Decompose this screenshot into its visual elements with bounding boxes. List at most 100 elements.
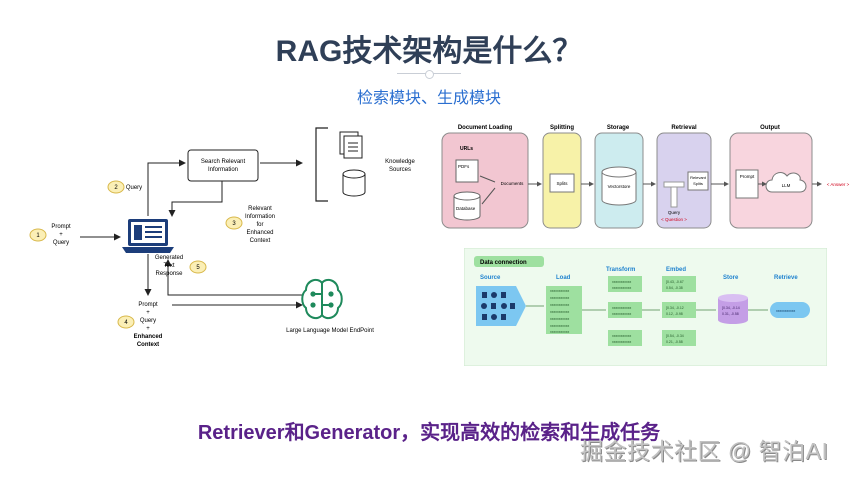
step-badge: 4 [117, 315, 135, 329]
embed-value: [0.43, -0.67 [666, 280, 684, 284]
step-label: Context [250, 238, 271, 244]
question-label: < Question > [661, 217, 687, 222]
knowledge-bracket [315, 127, 328, 202]
retrieve-pill [770, 302, 810, 318]
load-row: xxxxxxxxxxx [550, 317, 570, 321]
load-row: xxxxxxxxxxx [550, 324, 570, 328]
splits-box [549, 173, 575, 193]
knowledge-sources-label: Knowledge [385, 159, 415, 165]
step-label: Response [155, 271, 183, 277]
load-row: xxxxxxxxxxx [550, 303, 570, 307]
embed-value: 0.54, -0.38 [666, 286, 683, 290]
step-number: 4 [124, 320, 128, 326]
load-row: xxxxxxxxxxx [550, 330, 570, 334]
load-row: xxxxxxxxxxx [550, 296, 570, 300]
column-header: Source [480, 275, 501, 281]
pdf-doc-icon [455, 159, 479, 183]
stage-title: Document Loading [458, 125, 513, 131]
laptop-icon [122, 219, 174, 253]
answer-label: < Answer > [827, 182, 850, 187]
vectorstore-label: Vectorstore [608, 184, 631, 189]
step-label: Information [245, 214, 275, 220]
step-badge: 5 [189, 260, 207, 274]
watermark-text: 掘金技术社区 @ 智泊AI [580, 438, 829, 464]
data-connection-header: Data connection [480, 260, 527, 266]
transform-row: xxxxxxxxxxx [612, 334, 632, 338]
store-value: [0.34, -0.14 [722, 306, 740, 310]
pdfs-label: PDFs [458, 164, 470, 169]
step-label: Enhanced [134, 334, 163, 340]
bottom-caption: Retriever和Generator，实现高效的检索和生成任务 [197, 422, 661, 444]
database-icon [342, 169, 366, 197]
embed-block [662, 330, 696, 346]
step-label: Relevant [248, 206, 272, 212]
column-header: Load [556, 275, 571, 281]
step-label: Prompt [51, 224, 71, 230]
column-header: Transform [606, 267, 635, 273]
column-header: Embed [666, 267, 686, 273]
step-number: 5 [196, 265, 200, 271]
step-number: 2 [114, 185, 118, 191]
transform-row: xxxxxxxxxxx [612, 280, 632, 284]
step-label: Text [163, 263, 174, 269]
transform-row: xxxxxxxxxxx [612, 312, 632, 316]
step-label: Prompt [138, 302, 158, 308]
splits-label: Splits [556, 181, 568, 186]
store-value: 0.31, -0.58 [722, 312, 739, 316]
step-badge: 2 [107, 180, 125, 194]
langchain-pipeline-diagram: Document Loading Splitting Storage Retri… [440, 118, 855, 240]
document-stack-icon [339, 131, 363, 159]
step-badge: 1 [29, 228, 47, 242]
search-box-line: Search Relevant [201, 159, 246, 165]
relevant-splits-label: Relevant [690, 175, 707, 180]
step-number: 1 [36, 233, 40, 239]
retrieve-row: xxxxxxxxxxx [776, 309, 796, 313]
load-block [546, 286, 582, 334]
query-label: Query [668, 210, 681, 215]
data-connection-diagram: Data connection Source Load Transform Em… [464, 248, 827, 366]
transform-block [608, 302, 642, 318]
cloud-icon [765, 172, 807, 193]
step-label: Query [126, 185, 142, 191]
step-label: Query [53, 240, 69, 246]
knowledge-sources-label: Sources [389, 167, 411, 173]
transform-block [608, 276, 642, 292]
database-label: Database [456, 206, 476, 211]
step-label: + [146, 326, 150, 332]
step-label: + [146, 310, 150, 316]
prompt-label: Prompt [740, 174, 755, 179]
data-connection-header-pill [474, 256, 544, 267]
documents-label: Documents [501, 181, 525, 186]
transform-row: xxxxxxxxxxx [612, 340, 632, 344]
step-label: Enhanced [246, 230, 273, 236]
stage-title: Storage [607, 125, 630, 131]
search-box-line: Information [208, 167, 238, 173]
step-label: + [59, 232, 63, 238]
title-divider-dot [425, 70, 434, 79]
column-header: Retrieve [774, 275, 798, 281]
embed-value: [0.54, -0.34 [666, 334, 684, 338]
transform-row: xxxxxxxxxxx [612, 286, 632, 290]
step-label: Query [140, 318, 156, 324]
embed-value: [0.34, -0.12 [666, 306, 684, 310]
step-label: Context [137, 342, 159, 348]
column-header: Store [723, 275, 739, 281]
llm-label: LLM [782, 183, 791, 188]
relevant-splits-box [687, 171, 709, 191]
stage-title: Retrieval [671, 125, 697, 131]
step-label: Generated [155, 255, 183, 261]
llm-endpoint-label: Large Language Model EndPoint [286, 328, 374, 334]
brain-circuit-icon [301, 278, 343, 320]
source-file-icons [481, 292, 515, 320]
stage-title: Output [760, 125, 780, 131]
embed-value: 0.12, -0.98 [666, 312, 683, 316]
search-box [187, 149, 259, 182]
transform-row: xxxxxxxxxxx [612, 306, 632, 310]
step-badge: 3 [225, 216, 243, 230]
store-cylinder [718, 294, 748, 324]
step-label: for [256, 222, 263, 228]
database-icon [453, 191, 481, 221]
stage-title: Splitting [550, 125, 574, 131]
urls-label: URLs [460, 146, 473, 152]
rag-flow-diagram: Search Relevant Information Knowledge So… [29, 127, 416, 348]
